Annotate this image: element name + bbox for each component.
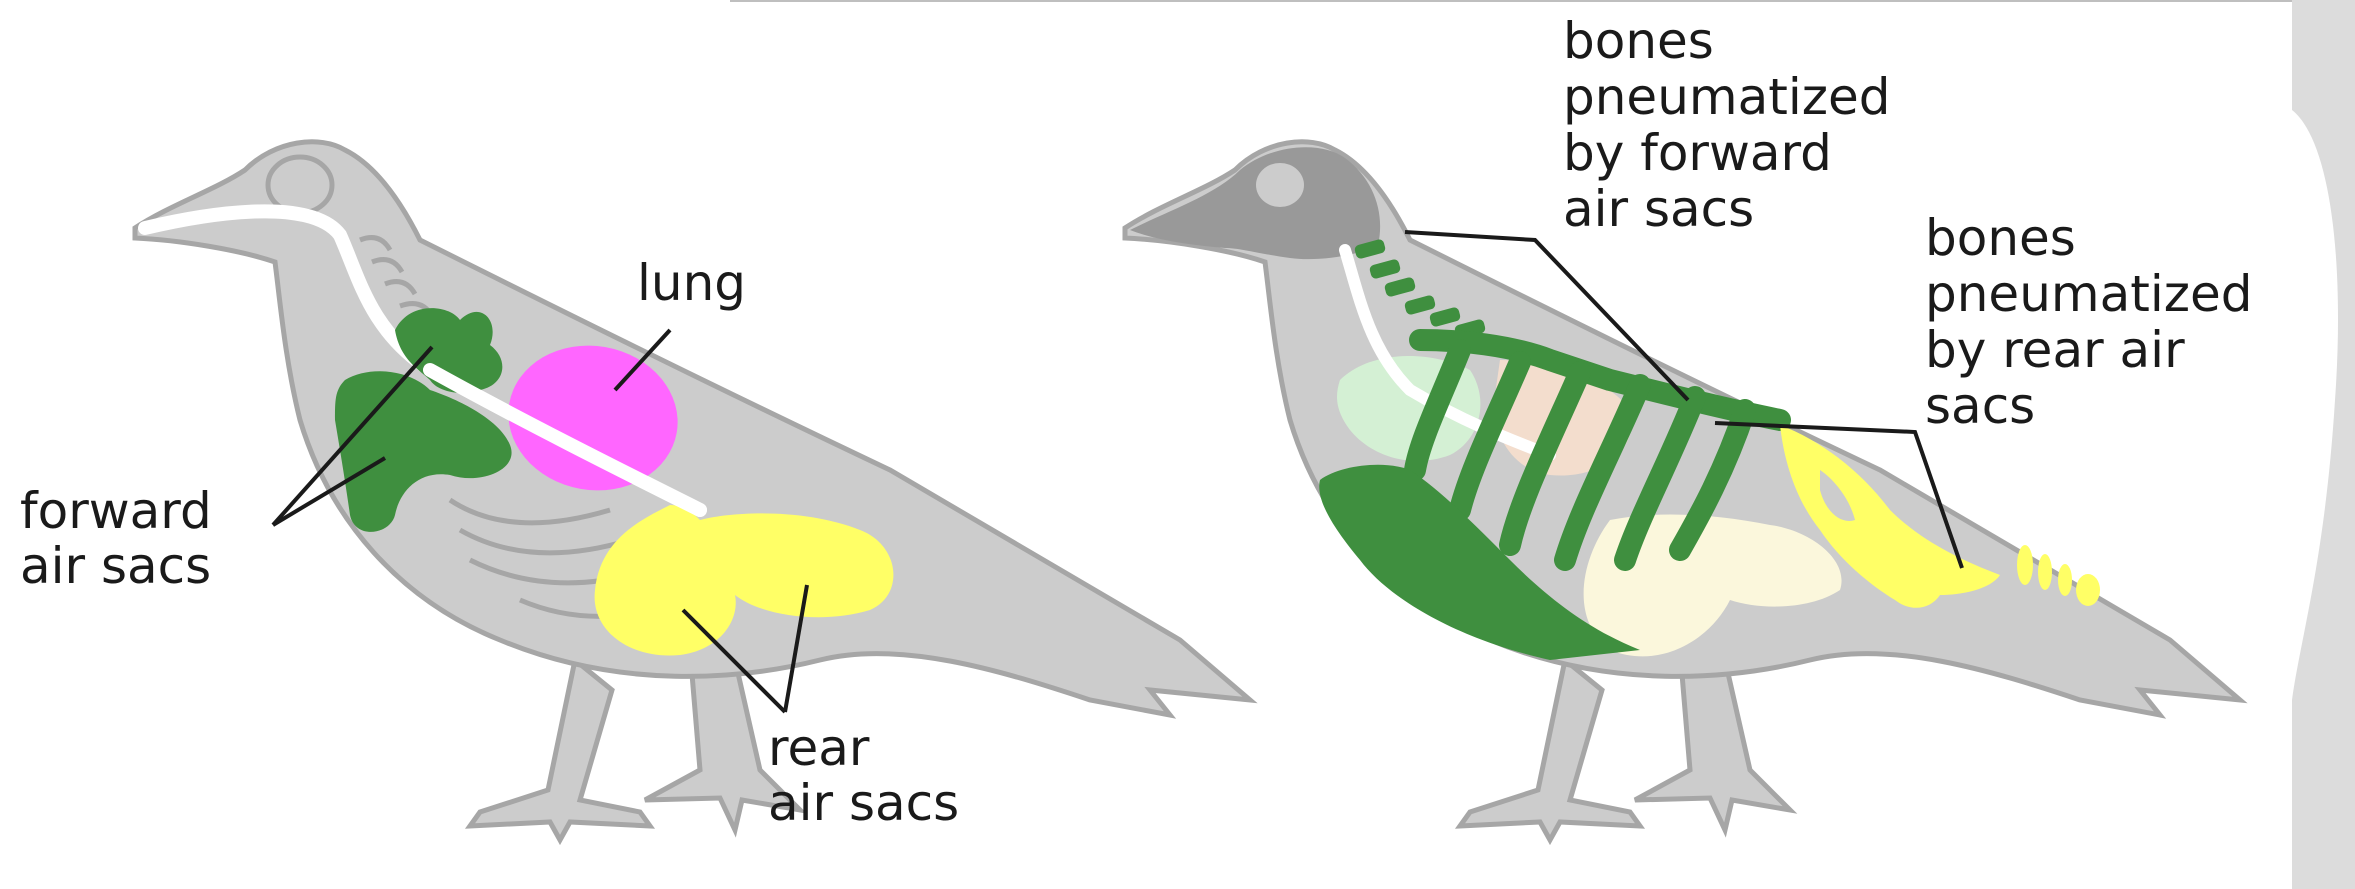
right-bird-eye xyxy=(1256,163,1304,207)
label-bones-forward-line3: by forward xyxy=(1563,124,1832,182)
label-bones-forward-line4: air sacs xyxy=(1563,180,1754,238)
label-bones-forward-line2: pneumatized xyxy=(1563,68,1890,126)
label-bones-rear-line3: by rear air xyxy=(1925,321,2185,379)
label-bones-rear: bones pneumatized by rear air sacs xyxy=(1925,209,2268,435)
label-rear-line2: air sacs xyxy=(768,774,959,832)
label-bones-rear-line1: bones xyxy=(1925,209,2076,267)
label-bones-forward: bones pneumatized by forward air sacs xyxy=(1563,12,1906,238)
label-lung: lung xyxy=(637,254,746,312)
label-bones-rear-line2: pneumatized xyxy=(1925,265,2252,323)
label-rear-line1: rear xyxy=(768,719,870,777)
label-forward-line2: air sacs xyxy=(20,537,211,595)
label-bones-forward-line1: bones xyxy=(1563,12,1714,70)
label-forward-air-sacs: forward air sacs xyxy=(20,482,228,595)
label-bones-rear-line4: sacs xyxy=(1925,377,2035,435)
label-forward-line1: forward xyxy=(20,482,212,540)
label-rear-air-sacs: rear air sacs xyxy=(768,719,959,832)
